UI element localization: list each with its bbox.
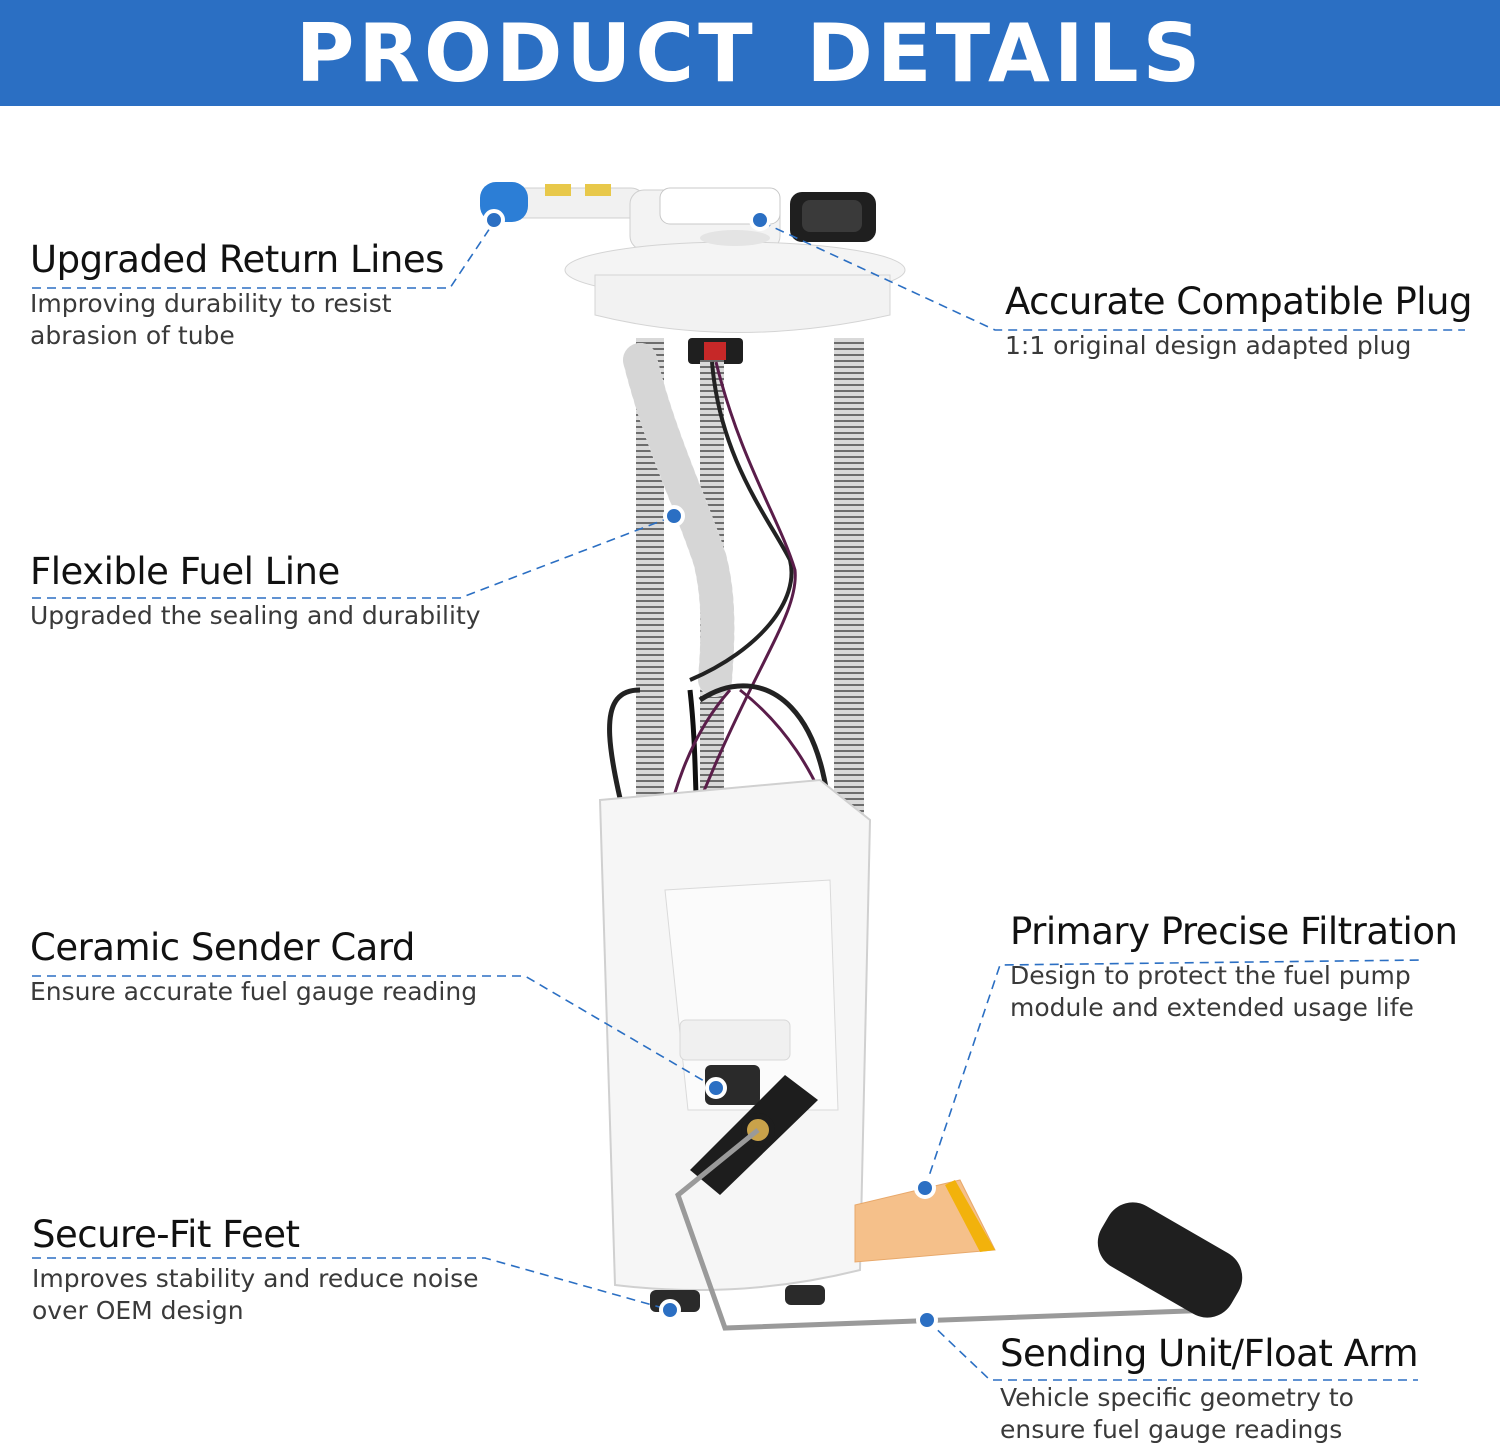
reservoir-bucket xyxy=(598,778,872,1312)
callout-description: Improves stability and reduce noise over… xyxy=(32,1264,479,1325)
callout-description: Ensure accurate fuel gauge reading xyxy=(30,977,478,1006)
callout-title: Ceramic Sender Card xyxy=(30,926,415,969)
float xyxy=(1097,1202,1243,1318)
return-line xyxy=(480,182,646,222)
callout-flexible-fuel-line: Flexible Fuel Line Upgraded the sealing … xyxy=(30,550,500,632)
page-title: PRODUCT DETAILS xyxy=(295,6,1205,100)
support-springs xyxy=(636,338,864,878)
callout-description: Vehicle specific geometry to ensure fuel… xyxy=(1000,1383,1354,1444)
callout-compatible-plug: Accurate Compatible Plug 1:1 original de… xyxy=(1005,280,1475,362)
electrical-plug xyxy=(659,187,876,364)
callout-title: Accurate Compatible Plug xyxy=(1005,280,1473,323)
callout-float-arm: Sending Unit/Float Arm Vehicle specific … xyxy=(1000,1332,1440,1446)
callout-secure-fit-feet: Secure-Fit Feet Improves stability and r… xyxy=(32,1213,482,1327)
callout-title: Primary Precise Filtration xyxy=(1010,910,1458,953)
callout-primary-filtration: Primary Precise Filtration Design to pro… xyxy=(1010,910,1458,1024)
callout-title: Upgraded Return Lines xyxy=(30,238,444,281)
callout-markers xyxy=(483,209,938,1331)
callout-description: Upgraded the sealing and durability xyxy=(30,601,481,630)
callout-title: Secure-Fit Feet xyxy=(32,1213,300,1256)
callout-title: Flexible Fuel Line xyxy=(30,550,340,593)
callout-ceramic-sender-card: Ceramic Sender Card Ensure accurate fuel… xyxy=(30,926,530,1008)
leader-lines xyxy=(32,221,1465,1381)
float-arm xyxy=(675,1128,1216,1331)
callout-description: Improving durability to resist abrasion … xyxy=(30,289,392,350)
callout-description: 1:1 original design adapted plug xyxy=(1005,331,1412,360)
callout-title: Sending Unit/Float Arm xyxy=(1000,1332,1419,1375)
callout-description: Design to protect the fuel pump module a… xyxy=(1010,961,1414,1022)
header-banner: PRODUCT DETAILS xyxy=(0,0,1500,106)
callout-return-lines: Upgraded Return Lines Improving durabili… xyxy=(30,238,500,352)
